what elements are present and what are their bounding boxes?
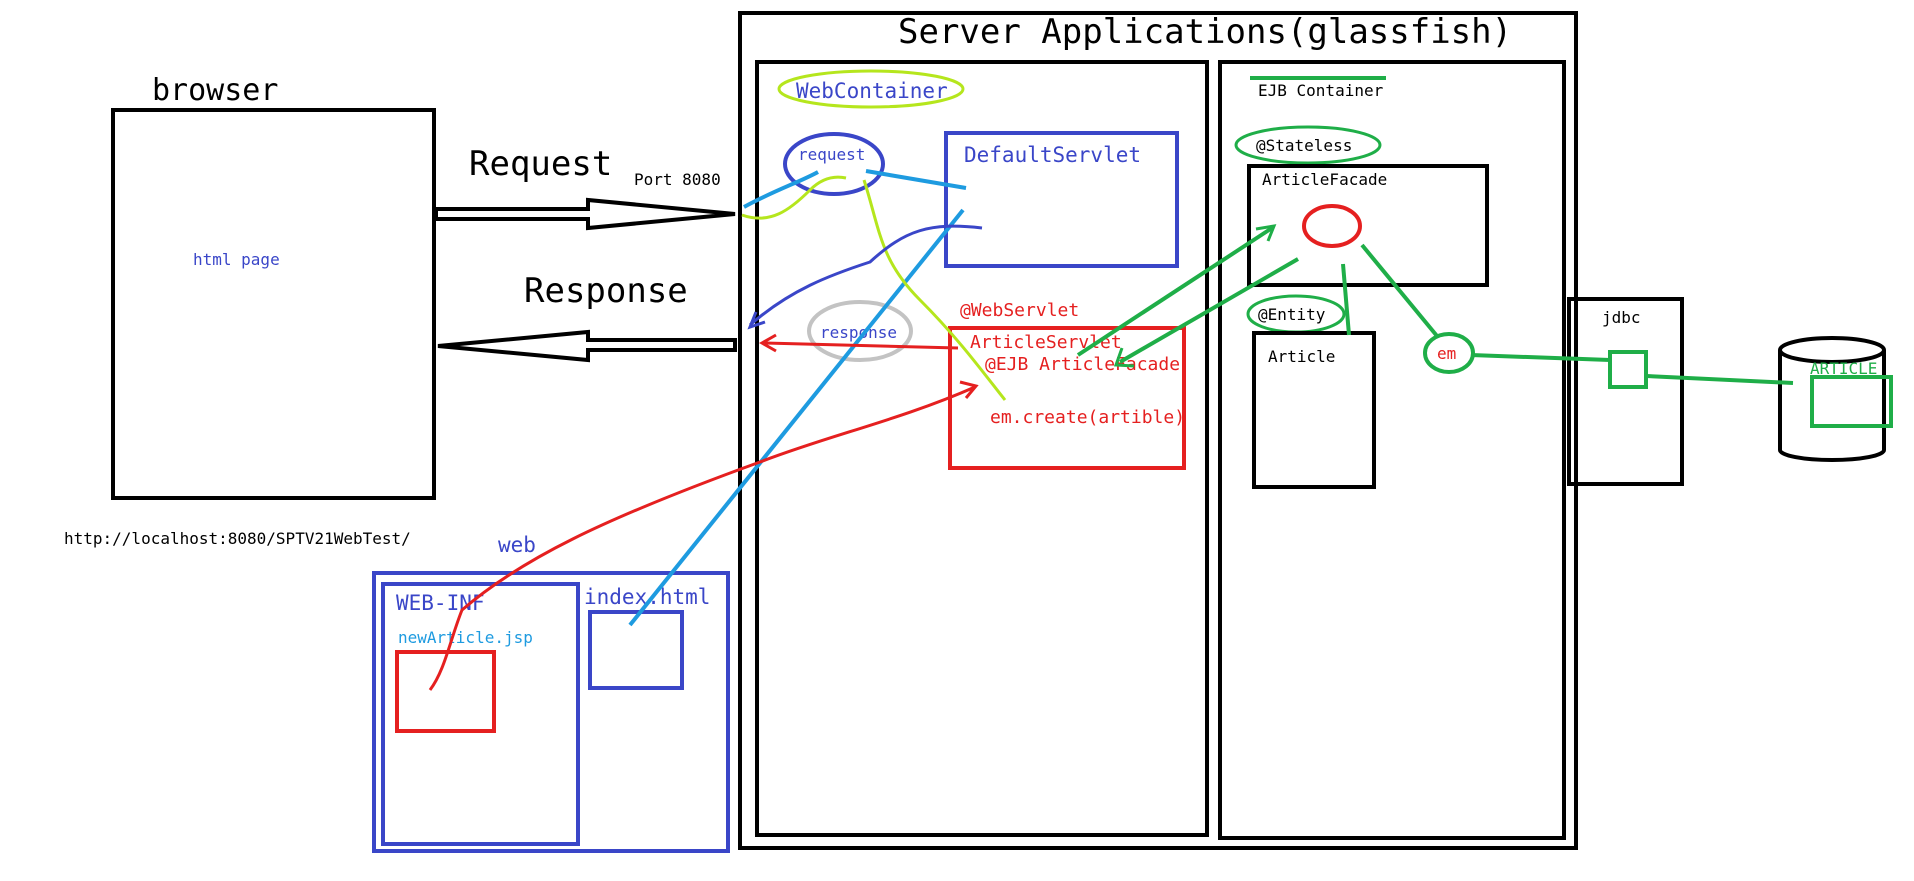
entity-annotation: @Entity — [1258, 305, 1326, 324]
request-to-servlet-lime-stroke — [862, 179, 1007, 401]
jsp-to-servlet-stroke — [428, 385, 976, 691]
facade-to-entity-stroke — [1341, 263, 1351, 336]
stateless-annotation: @Stateless — [1256, 136, 1352, 155]
response-arrowhead-red — [758, 333, 777, 353]
browser-label: browser — [152, 73, 278, 108]
request-node-label: request — [798, 145, 865, 164]
facade-instance-node — [1302, 204, 1362, 248]
servlet-arrowhead-green — [1113, 347, 1135, 368]
entry-lime-stroke — [741, 175, 847, 220]
jdbc-connector — [1608, 350, 1648, 389]
server-box — [738, 11, 1578, 850]
request-to-default-stroke — [865, 169, 967, 190]
article-entity-label: Article — [1268, 347, 1335, 366]
jdbc-to-db-stroke — [1645, 374, 1794, 385]
web-folder-box — [372, 571, 730, 853]
article-servlet-label: ArticleServlet — [970, 332, 1122, 353]
new-article-jsp-box — [395, 650, 496, 733]
html-page-label: html page — [193, 250, 280, 269]
em-create-label: em.create(artible) — [990, 407, 1185, 428]
request-label: Request — [469, 144, 612, 184]
servlet-arrowhead-red — [959, 380, 979, 399]
request-node — [783, 132, 885, 196]
web-folder-label: web — [498, 533, 536, 557]
ejb-container-label: EJB Container — [1258, 81, 1384, 100]
response-arrowhead-blue — [747, 311, 766, 330]
jdbc-box — [1567, 297, 1684, 486]
servlet-to-response-stroke — [764, 341, 959, 350]
database-icon — [1778, 350, 1886, 462]
article-facade-label: ArticleFacade — [1262, 170, 1387, 189]
servlet-to-facade-stroke — [1076, 226, 1274, 357]
browser-box — [111, 108, 436, 500]
response-node-label: response — [820, 323, 897, 342]
default-to-response-stroke — [749, 224, 983, 327]
web-container-label: WebContainer — [796, 79, 948, 103]
response-arrow — [437, 329, 737, 363]
em-node — [1423, 332, 1475, 374]
default-servlet-box — [944, 131, 1179, 268]
facade-to-em-stroke — [1360, 243, 1439, 338]
database-top — [1778, 336, 1886, 364]
ejb-container-box — [1218, 60, 1566, 840]
facade-to-servlet-stroke — [1118, 257, 1300, 364]
web-inf-box — [381, 582, 580, 846]
stateless-highlight — [1234, 125, 1382, 165]
db-table-box — [1810, 375, 1893, 428]
web-servlet-annotation: @WebServlet — [960, 300, 1079, 321]
em-to-jdbc-stroke — [1470, 353, 1611, 362]
web-container-box — [755, 60, 1209, 837]
request-entry-stroke — [743, 170, 819, 209]
response-node — [807, 300, 913, 362]
db-table-label: ARTICLE — [1810, 359, 1877, 378]
default-servlet-label: DefaultServlet — [964, 143, 1141, 167]
request-arrow — [434, 197, 736, 231]
web-container-highlight — [777, 69, 965, 109]
article-entity-box — [1252, 331, 1376, 489]
em-node-label: em — [1437, 344, 1456, 363]
jdbc-label: jdbc — [1602, 308, 1641, 327]
response-label: Response — [524, 271, 688, 311]
article-facade-box — [1247, 164, 1489, 287]
facade-arrowhead — [1255, 224, 1277, 242]
server-title: Server Applications(glassfish) — [898, 12, 1512, 52]
ejb-facade-label: @EJB ArticleFacade — [985, 354, 1180, 375]
port-label: Port 8080 — [634, 170, 721, 189]
url-label: http://localhost:8080/SPTV21WebTest/ — [64, 529, 411, 548]
index-html-box — [588, 610, 684, 690]
new-article-jsp-label: newArticle.jsp — [398, 628, 533, 647]
index-to-default-stroke — [628, 208, 965, 627]
